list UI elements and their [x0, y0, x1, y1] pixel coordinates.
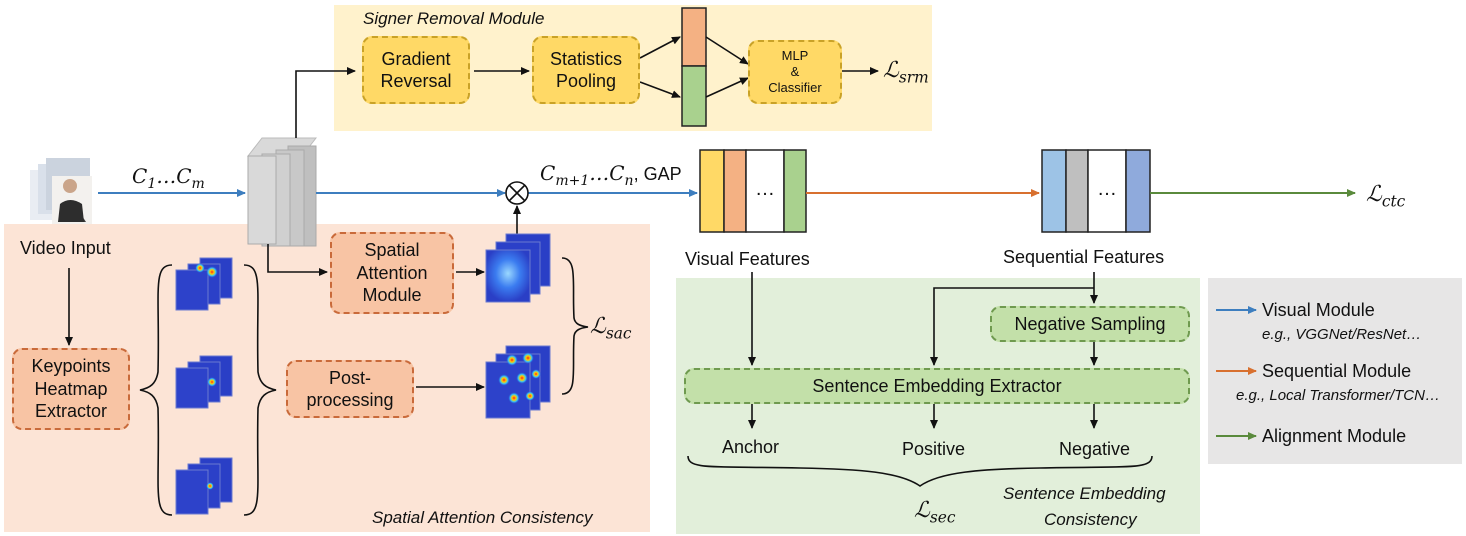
sequential-features-sequence: [1041, 149, 1151, 233]
loss-ctc: ℒctc: [1366, 182, 1406, 211]
visual-features-label: Visual Features: [685, 249, 810, 269]
loss-sec: ℒsec: [914, 498, 956, 527]
multiply-node: [505, 181, 529, 205]
positive-label: Positive: [902, 439, 966, 459]
negative-sampling-box: Negative Sampling: [990, 306, 1190, 342]
legend-sequential-module: Sequential Module: [1262, 361, 1412, 381]
backbone-feature-block: [246, 137, 318, 247]
legend-alignment-module: Alignment Module: [1262, 426, 1407, 446]
sequential-features-label: Sequential Features: [1003, 247, 1165, 267]
heatmap-stack-2: [175, 355, 233, 409]
video-input-image: [30, 158, 92, 224]
heatmap-stack-3: [175, 457, 233, 515]
right-brace: [243, 264, 277, 516]
heatmap-stack-1: [175, 257, 233, 311]
negative-label: Negative: [1059, 439, 1131, 459]
srm-feature-top: [681, 7, 707, 67]
srm-feature-bottom: [681, 65, 707, 127]
sentence-embedding-title-2: Consistency: [1044, 510, 1137, 529]
anchor-label: Anchor: [722, 437, 780, 457]
sentence-embedding-title-1: Sentence Embedding: [1003, 484, 1166, 503]
legend-visual-module: Visual Module: [1262, 300, 1375, 320]
attention-map-stack: [485, 233, 551, 303]
visual-features-ellipsis: …: [755, 178, 775, 200]
sequential-features-ellipsis: …: [1097, 178, 1117, 200]
loss-sac: ℒsac: [590, 314, 632, 343]
left-brace: [139, 264, 173, 516]
signer-removal-title: Signer Removal Module: [363, 9, 545, 28]
mlp-classifier-box: MLP&Classifier: [748, 40, 842, 104]
spatial-attention-title: Spatial Attention Consistency: [372, 508, 593, 527]
sac-brace: [561, 257, 589, 395]
post-processing-box: Post-processing: [286, 360, 414, 418]
channel-range-1: C1…Cm: [132, 164, 205, 192]
sec-brace: [687, 455, 1153, 487]
legend-visual-examples: e.g., VGGNet/ResNet…: [1262, 326, 1422, 343]
video-input-label: Video Input: [20, 238, 111, 258]
sentence-embedding-extractor-box: Sentence Embedding Extractor: [684, 368, 1190, 404]
legend-sequential-examples: e.g., Local Transformer/TCN…: [1236, 387, 1440, 404]
visual-features-sequence: [699, 149, 807, 233]
processed-heatmap-stack: [485, 345, 551, 419]
channel-range-2: Cm+1…Cn, GAP: [540, 161, 682, 189]
loss-srm: ℒsrm: [883, 58, 929, 87]
